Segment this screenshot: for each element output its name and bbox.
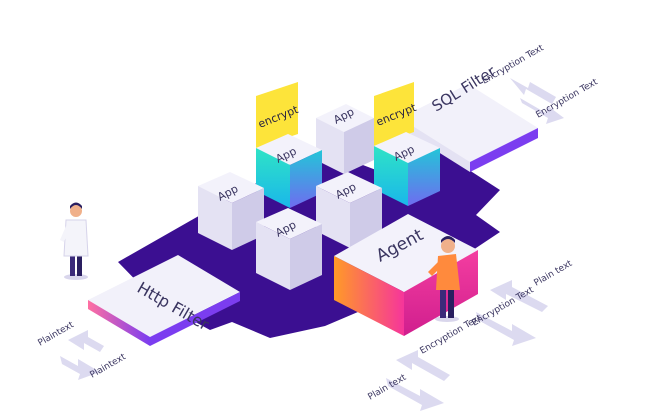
agent-operator-figure [428,236,460,322]
arrow-left-icon [490,280,548,312]
encrypt-flag-right [374,82,414,146]
arrow-right-icon [520,98,564,124]
http-filter-block: Http Filter [88,255,240,346]
arrow-left-icon [510,78,556,104]
arrow-pair-right-mid: Plain text Encryption Text [471,259,575,346]
arrow-left-icon [68,330,104,352]
analyst-figure [60,202,89,280]
arrow-right-icon [60,356,100,380]
arrow-label-upper: Plaintext [37,320,77,349]
app-cube-back: App [316,104,374,174]
app-cube-front: App [256,208,322,290]
arrow-right-icon [386,378,444,411]
arrow-label-upper: Plain text [533,259,575,289]
app-cube-left: App [198,172,264,250]
arrow-left-icon [396,350,450,381]
encrypt-cube-right: encrypt App [374,82,440,206]
arrow-pair-bottom-mid: Encryption Text Plain text [367,313,484,411]
encrypt-flag-left [256,82,298,148]
arrow-pair-left: Plaintext Plaintext [37,320,129,381]
app-cube-center: App [316,172,382,248]
arrow-label-lower: Plaintext [89,352,129,381]
encrypt-cube-left: encrypt App [256,82,322,208]
arrow-right-icon [476,312,536,346]
